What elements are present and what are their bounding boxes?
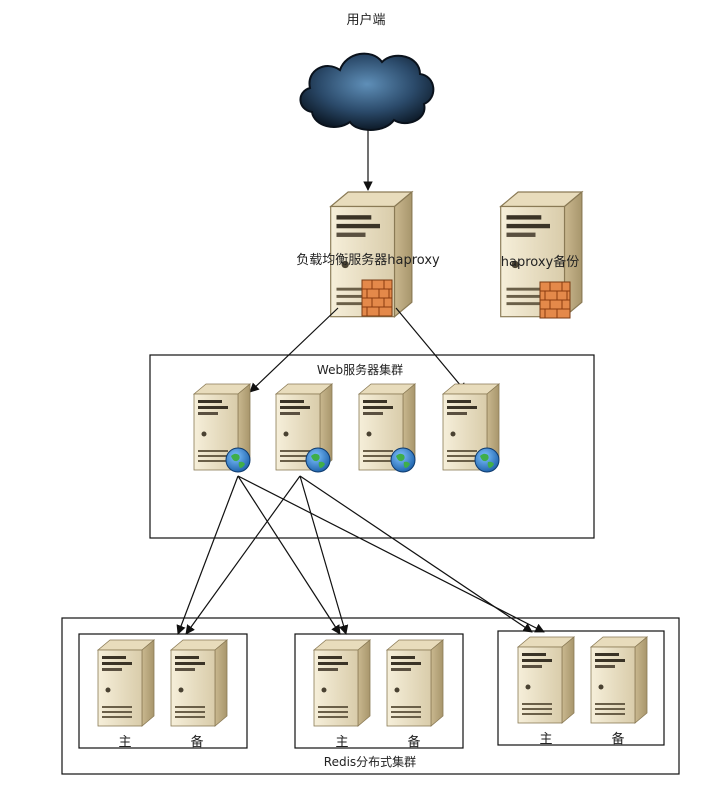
redis-slave-2-icon	[386, 639, 444, 727]
load-balancer-label: 负载均衡服务器haproxy	[296, 252, 440, 268]
redis-master-3-icon	[517, 636, 575, 724]
backup-firewall-icon	[539, 281, 571, 319]
redis-cluster-box	[61, 617, 680, 775]
lb-to-web4-arrow	[395, 307, 467, 393]
web-server-4-icon	[442, 383, 500, 473]
redis-slave-1-icon	[170, 639, 228, 727]
web-to-redis-arrows	[176, 475, 545, 635]
backup-label: haproxy备份	[501, 254, 579, 270]
lb-to-web1-arrow	[249, 307, 339, 393]
web-cluster-box	[149, 354, 595, 539]
web-server-1-icon	[193, 383, 251, 473]
redis-group-1-slave-label: 备	[190, 734, 203, 750]
redis-group-2-master-label: 主	[335, 735, 348, 750]
redis-slave-3-icon	[590, 636, 648, 724]
redis-master-2-icon	[313, 639, 371, 727]
redis-group-3-slave-label: 备	[611, 731, 624, 747]
redis-group-2-box	[294, 633, 464, 749]
redis-group-3-master-label: 主	[539, 732, 552, 747]
client-cloud-icon	[299, 52, 435, 131]
web-cluster-label: Web服务器集群	[317, 362, 403, 377]
redis-group-1-master-label: 主	[118, 735, 131, 750]
redis-cluster-label: Redis分布式集群	[324, 754, 416, 769]
redis-group-1-box	[78, 633, 248, 749]
redis-master-1-icon	[97, 639, 155, 727]
redis-group-2-slave-label: 备	[407, 734, 420, 750]
load-balancer-firewall-icon	[361, 279, 393, 317]
redis-group-3-box	[497, 630, 665, 746]
web-server-2-icon	[275, 383, 333, 473]
web-server-3-icon	[358, 383, 416, 473]
client-label: 用户端	[346, 12, 385, 28]
